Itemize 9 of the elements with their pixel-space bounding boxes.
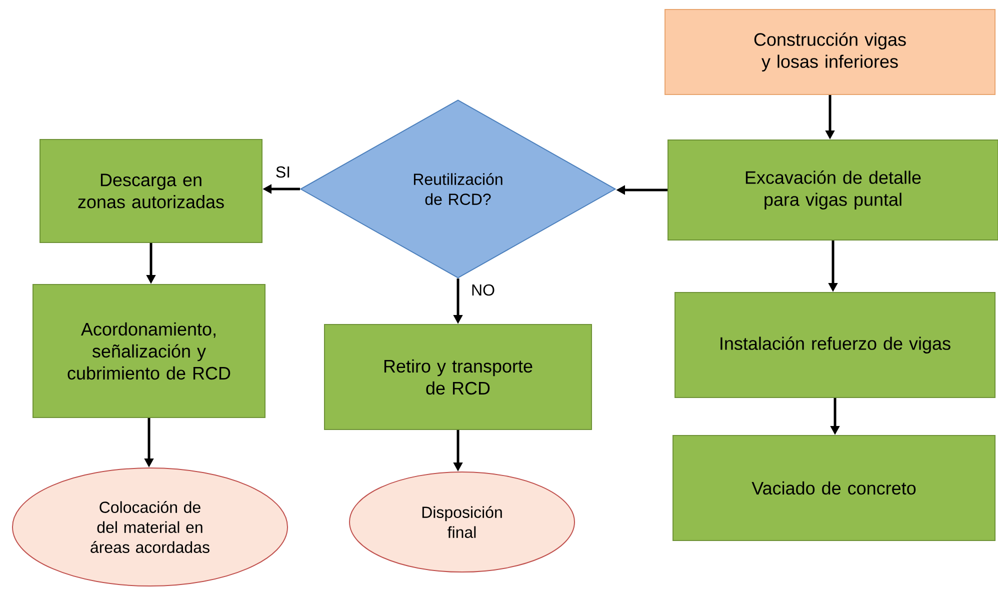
process-box: Retiro y transporte de RCD (324, 324, 592, 430)
process-box: Construcción vigas y losas inferiores (664, 9, 996, 95)
process-box: Descarga en zonas autorizadas (40, 139, 262, 243)
process-box: Excavación de detalle para vigas puntal (668, 140, 998, 240)
process-box: Instalación refuerzo de vigas (674, 292, 996, 398)
process-box: Acordonamiento, señalización y cubrimiento de RCD (32, 284, 266, 418)
process-box: Vaciado de concreto (672, 435, 996, 541)
edge-label: NO (469, 282, 497, 298)
edge-label: SI (273, 164, 293, 180)
